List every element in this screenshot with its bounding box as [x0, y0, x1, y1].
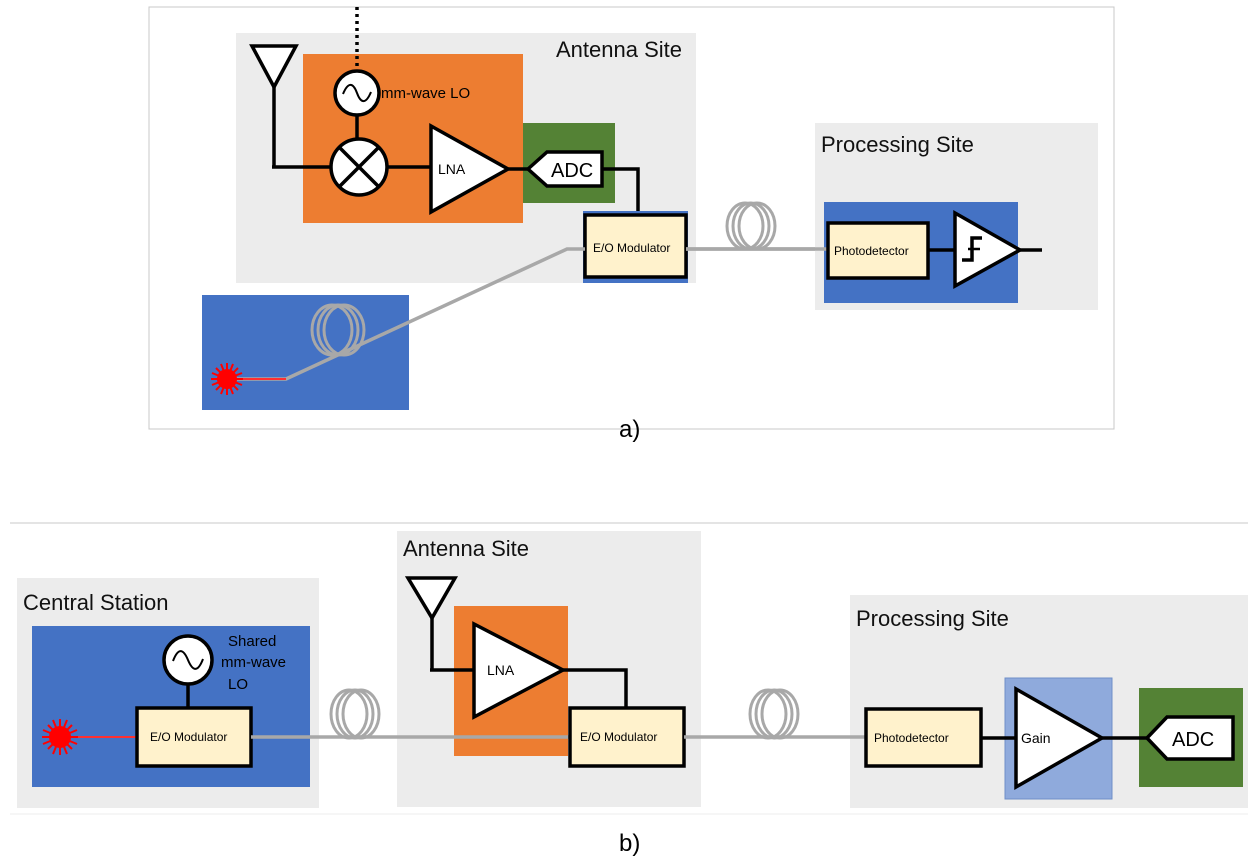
- lo-label-b-line2: mm-wave: [221, 654, 286, 671]
- fiber-coil-icon: [748, 688, 800, 740]
- photodetector-label-b: Photodetector: [874, 731, 949, 745]
- laser-block-a: [202, 295, 409, 410]
- antenna-icon: [249, 44, 333, 169]
- panel-b: Central Station Shared mm-wave LO: [10, 531, 1248, 857]
- lna-amplifier-icon: [472, 621, 567, 720]
- gain-amplifier-icon: [1014, 685, 1106, 791]
- gain-label: Gain: [1021, 730, 1051, 746]
- laser-icon: [42, 719, 78, 755]
- mixer-block-a: [303, 54, 523, 223]
- processing-site-a-label: Processing Site: [821, 132, 974, 157]
- central-station-label: Central Station: [23, 590, 169, 615]
- oscillator-icon: [162, 634, 214, 708]
- lna-label-a: LNA: [438, 161, 466, 177]
- adc-label-b: ADC: [1172, 729, 1214, 751]
- antenna-site-b-label: Antenna Site: [403, 536, 529, 561]
- lo-label-b-line3: LO: [228, 676, 248, 693]
- adc-icon-b: [1144, 715, 1235, 761]
- panel-a: Antenna Site mm-wave LO LNA: [148, 6, 1115, 443]
- mixer-icon: [329, 137, 389, 197]
- photodetector-a: [826, 221, 930, 280]
- eo-modulator-label-antenna-b: E/O Modulator: [580, 730, 657, 744]
- eo-modulator-a: [583, 213, 688, 279]
- comparator-icon: [953, 209, 1024, 289]
- fiber-coil-icon: [329, 688, 381, 740]
- panel-a-caption: a): [619, 416, 640, 443]
- processing-site-b-label: Processing Site: [856, 606, 1009, 631]
- fiber-coil-icon: [310, 303, 366, 357]
- antenna-site-a-label: Antenna Site: [556, 37, 682, 62]
- lo-label-a: mm-wave LO: [381, 85, 470, 102]
- lo-label-b-line1: Shared: [228, 633, 276, 650]
- eo-modulator-label-central: E/O Modulator: [150, 730, 227, 744]
- oscillator-icon: [333, 7, 381, 140]
- photodetector-label-a: Photodetector: [834, 244, 909, 258]
- panel-b-caption: b): [619, 830, 640, 857]
- adc-label-a: ADC: [551, 160, 593, 182]
- lna-label-b: LNA: [487, 662, 515, 678]
- eo-modulator-label-a: E/O Modulator: [593, 241, 670, 255]
- eo-modulator-central: [135, 706, 253, 768]
- lna-amplifier-icon: [429, 123, 512, 215]
- antenna-icon: [404, 576, 474, 672]
- laser-icon: [211, 363, 243, 395]
